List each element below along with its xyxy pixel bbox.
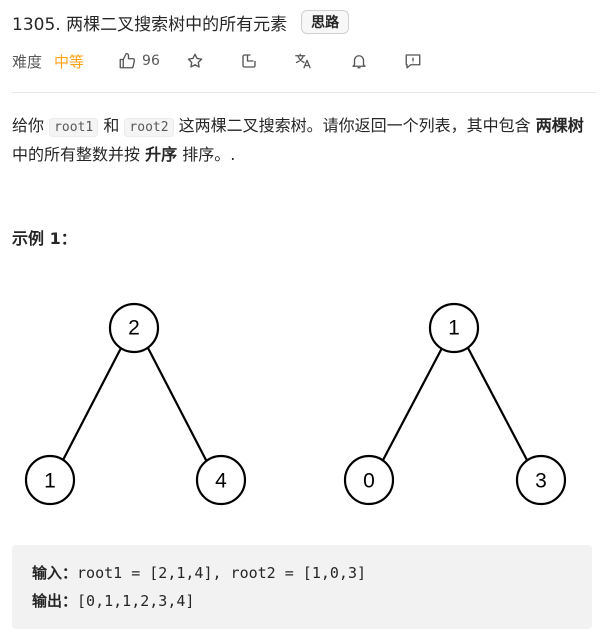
tree2-edge-left: [381, 347, 443, 463]
desc-text: 给你: [12, 116, 50, 135]
notification-button[interactable]: [350, 52, 368, 70]
divider: [12, 92, 596, 93]
meta-row: 难度 中等 96: [12, 48, 422, 74]
output-label: 输出：: [32, 592, 78, 610]
tree1-node-right: [195, 454, 247, 506]
desc-text: 中的所有整数并按: [12, 145, 146, 164]
problem-title: 1305. 两棵二叉搜索树中的所有元素: [12, 14, 288, 35]
star-icon: [187, 53, 203, 68]
tree2-node-right: [515, 454, 567, 506]
translate-icon: [294, 53, 311, 69]
tree-1: [61, 347, 208, 463]
tree2-left-value: 0: [363, 470, 375, 493]
like-button[interactable]: 96: [118, 52, 160, 70]
tree2-node-root: [428, 302, 480, 354]
desc-text: 这两棵二叉搜索树。请你返回一个列表，其中包含: [173, 116, 536, 135]
desc-text: 排序。.: [177, 145, 236, 164]
tree2-edge-right: [467, 347, 529, 463]
problem-description: 给你 root1 和 root2 这两棵二叉搜索树。请你返回一个列表，其中包含 …: [12, 112, 592, 168]
difficulty-label: 难度: [12, 52, 43, 71]
tree2-node-left: [343, 454, 395, 506]
input-line: 输入： root1 = [2,1,4], root2 = [1,0,3]: [32, 559, 572, 587]
output-value: [0,1,1,2,3,4]: [77, 592, 195, 610]
input-value: root1 = [2,1,4], root2 = [1,0,3]: [77, 564, 366, 582]
tree1-right-value: 4: [215, 470, 227, 493]
tree2-root-value: 1: [448, 317, 460, 340]
example-tree-diagram: 2 1 4 1 0 3: [24, 302, 567, 506]
output-line: 输出： [0,1,1,2,3,4]: [32, 587, 572, 615]
share-icon: [242, 54, 256, 68]
example-io-block: 输入： root1 = [2,1,4], root2 = [1,0,3] 输出：…: [12, 545, 592, 629]
inline-code-root1: root1: [49, 118, 99, 137]
hint-button[interactable]: 思路: [301, 10, 350, 34]
tree-2: [381, 347, 529, 463]
feedback-icon: [405, 54, 421, 69]
like-count: 96: [142, 53, 160, 69]
inline-code-root2: root2: [124, 118, 174, 137]
example-heading: 示例 1：: [12, 229, 77, 248]
tree1-edge-left: [61, 347, 122, 463]
feedback-button[interactable]: [404, 52, 422, 70]
translate-button[interactable]: [294, 52, 314, 70]
input-label: 输入：: [32, 564, 78, 582]
tree1-node-root: [108, 302, 160, 354]
thumbs-up-icon: [119, 52, 136, 69]
desc-text: 和: [98, 116, 125, 135]
favorite-button[interactable]: [186, 52, 204, 70]
tree2-right-value: 3: [535, 470, 547, 493]
tree1-node-left: [24, 454, 76, 506]
bold-both-trees: 两棵树: [535, 116, 584, 135]
bell-icon: [352, 55, 366, 69]
tree1-edge-right: [147, 347, 208, 463]
share-button[interactable]: [240, 52, 258, 70]
bold-ascending: 升序: [145, 145, 178, 164]
difficulty-value: 中等: [54, 52, 85, 71]
tree1-left-value: 1: [44, 470, 56, 493]
tree1-root-value: 2: [128, 317, 140, 340]
title-row: 1305. 两棵二叉搜索树中的所有元素 思路: [12, 8, 350, 36]
